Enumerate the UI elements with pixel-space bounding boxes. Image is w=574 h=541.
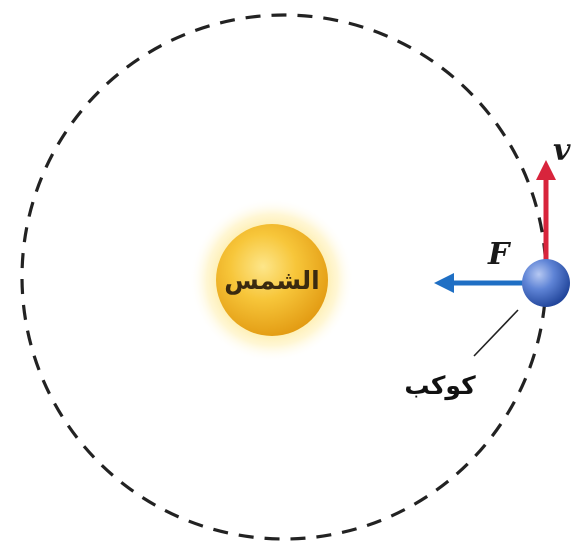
sun-label: الشمس	[224, 266, 320, 295]
planet-leader-line	[473, 309, 519, 357]
planet-body	[522, 259, 570, 307]
sun: الشمس	[190, 198, 354, 362]
force-label: F	[487, 237, 512, 272]
velocity-label: v	[553, 133, 571, 168]
sun-body	[216, 224, 328, 336]
planet-label: كوكب	[404, 371, 476, 401]
planet: كوكب	[404, 259, 570, 401]
